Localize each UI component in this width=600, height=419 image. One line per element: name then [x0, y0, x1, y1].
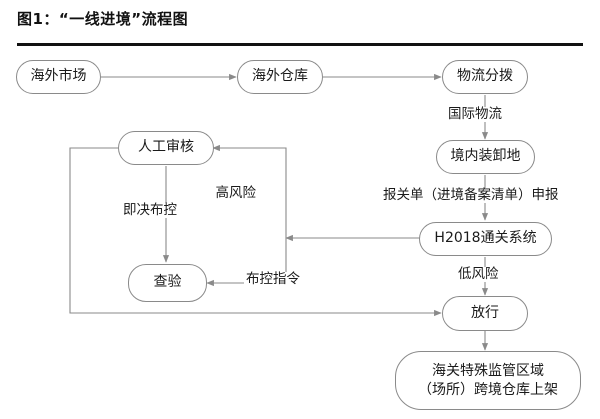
- edge-label-declaration: 报关单（进境备案清单）申报: [381, 187, 561, 203]
- node-release[interactable]: 放行: [442, 296, 528, 331]
- node-domestic-loading-site[interactable]: 境内装卸地: [436, 140, 535, 174]
- title-divider: [17, 43, 583, 46]
- figure-title: 图1：“一线进境”流程图: [17, 10, 189, 28]
- edge-label-international-logistics: 国际物流: [446, 106, 504, 122]
- node-customs-special-zone-line2: （场所）跨境仓库上架: [418, 381, 558, 398]
- edge-label-low-risk: 低风险: [456, 266, 501, 282]
- node-overseas-warehouse[interactable]: 海外仓库: [237, 60, 323, 94]
- node-inspection[interactable]: 查验: [128, 264, 207, 302]
- node-h2018-system[interactable]: H2018通关系统: [419, 222, 552, 256]
- edge-label-high-risk: 高风险: [213, 185, 258, 201]
- node-manual-review[interactable]: 人工审核: [118, 131, 214, 165]
- node-logistics-distribution[interactable]: 物流分拨: [442, 60, 528, 94]
- edge-high-risk-to-manual-review: [212, 144, 287, 238]
- edge-label-control-order: 布控指令: [244, 271, 302, 287]
- node-customs-special-zone[interactable]: 海关特殊监管区域 （场所）跨境仓库上架: [395, 351, 581, 410]
- node-customs-special-zone-line1: 海关特殊监管区域: [432, 362, 544, 379]
- edge-review-loop-to-release: [69, 147, 442, 317]
- edge-label-immediate-control: 即决布控: [121, 202, 179, 218]
- node-overseas-market[interactable]: 海外市场: [16, 60, 101, 94]
